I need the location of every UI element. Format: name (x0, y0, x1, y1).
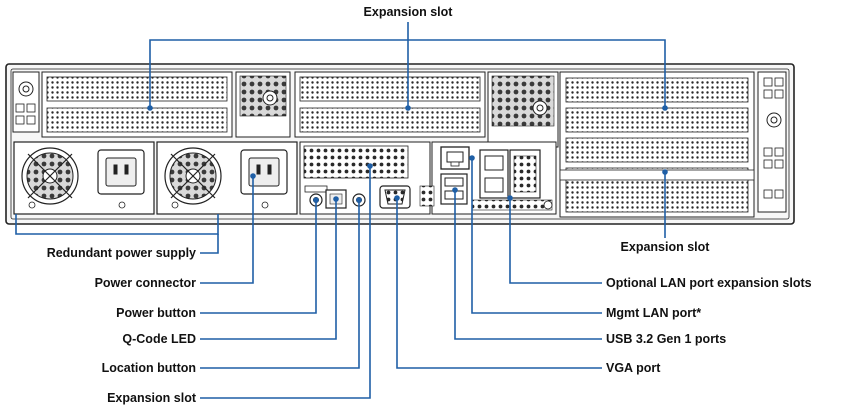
label-redundant-power-supply: Redundant power supply (46, 246, 196, 260)
fan-grill-left (235, 71, 291, 138)
leader-usb-ports (454, 190, 602, 340)
label-expansion-slot-bottom: Expansion slot (107, 391, 196, 405)
expansion-slots-right (542, 71, 755, 218)
label-expansion-slot-top: Expansion slot (363, 5, 453, 19)
leader-location-button (200, 200, 360, 369)
label-location-button: Location button (101, 361, 196, 375)
leader-optional-lan (509, 198, 602, 284)
label-vga-port: VGA port (606, 361, 661, 375)
label-expansion-slot-right: Expansion slot (620, 240, 710, 254)
leader-redundant-power-supply-stem (200, 234, 219, 254)
leader-vga-port (396, 198, 602, 369)
psu-2 (156, 141, 298, 215)
label-power-button: Power button (116, 306, 196, 320)
leader-redundant-power-supply (15, 214, 219, 235)
leader-power-connector (200, 176, 254, 284)
label-mgmt-lan: Mgmt LAN port* (606, 306, 702, 320)
optional-lan-ports (479, 149, 541, 199)
expansion-slots-left (41, 71, 233, 138)
label-usb-ports: USB 3.2 Gen 1 ports (606, 332, 727, 346)
label-optional-lan: Optional LAN port expansion slots (606, 276, 812, 290)
leader-expansion-slot-bottom (200, 166, 371, 399)
leader-dots (147, 105, 668, 203)
leader-power-button (200, 200, 317, 314)
fan-grill-center (487, 71, 559, 148)
label-power-connector: Power connector (94, 276, 196, 290)
mgmt-lan-port (440, 146, 470, 170)
psu-1 (13, 141, 155, 215)
label-qcode-led: Q-Code LED (122, 332, 196, 346)
io-perforation (419, 185, 553, 211)
usb-ports (440, 173, 468, 205)
leader-qcode-led (200, 199, 337, 340)
leader-mgmt-lan (471, 158, 602, 314)
expansion-slots-middle (294, 71, 486, 138)
leader-lines (15, 22, 666, 399)
